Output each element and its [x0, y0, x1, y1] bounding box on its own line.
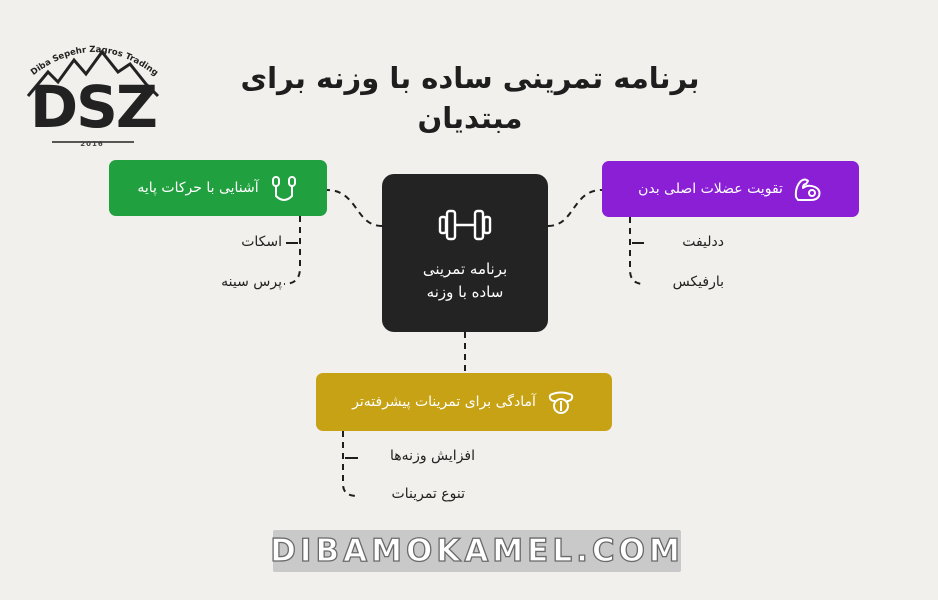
- branch-advanced-label: آمادگی برای تمرینات پیشرفته‌تر: [352, 394, 536, 410]
- center-label-line1: برنامه تمرینی: [422, 260, 508, 278]
- logo-letters: DSZ: [30, 73, 158, 141]
- branch-core-label: تقویت عضلات اصلی بدن: [638, 181, 783, 197]
- logo-arc-text: Diba Sepehr Zagros Trading Company: [20, 31, 164, 80]
- center-label-line2: ساده با وزنه: [426, 283, 504, 301]
- leaf-bench-press: پرس سینه: [221, 274, 282, 290]
- connector-advanced-leaves: [342, 431, 358, 497]
- logo-mountains-icon: [26, 49, 160, 143]
- watermark-text: DIBAMOKAMEL.COM: [270, 532, 684, 569]
- page-title: برنامه تمرینی ساده با وزنه برای مبتدیان: [240, 61, 700, 135]
- company-logo: [22, 38, 164, 150]
- dumbbell-icon: [438, 209, 492, 241]
- watermark: DIBAMOKAMEL.COM: [270, 530, 684, 572]
- leaf-pullup: بارفیکس: [672, 274, 724, 290]
- connector-core-leaves: [629, 217, 645, 285]
- connector-center-basics: [326, 189, 383, 227]
- flexed-arm-icon: [793, 174, 823, 204]
- center-node: برنامه تمرینی ساده با وزنه: [382, 174, 548, 332]
- logo-year: 2016: [80, 140, 104, 148]
- kettlebell-icon: [546, 387, 576, 417]
- leaf-squat: اسکات: [241, 234, 282, 250]
- branch-basics: آشنایی با حرکات پایه: [109, 160, 327, 216]
- leaf-exercise-variety: تنوع تمرینات: [391, 486, 465, 502]
- connector-center-core: [547, 189, 603, 227]
- center-label: برنامه تمرینی ساده با وزنه: [382, 258, 548, 304]
- branch-advanced: آمادگی برای تمرینات پیشرفته‌تر: [316, 373, 612, 431]
- connector-basics-leaves: [283, 216, 301, 285]
- branch-basics-label: آشنایی با حرکات پایه: [137, 180, 259, 196]
- leaf-deadlift: ددلیفت: [682, 234, 724, 250]
- jump-rope-icon: [269, 173, 299, 203]
- branch-core: تقویت عضلات اصلی بدن: [602, 161, 859, 217]
- leaf-increase-weights: افزایش وزنه‌ها: [390, 448, 475, 464]
